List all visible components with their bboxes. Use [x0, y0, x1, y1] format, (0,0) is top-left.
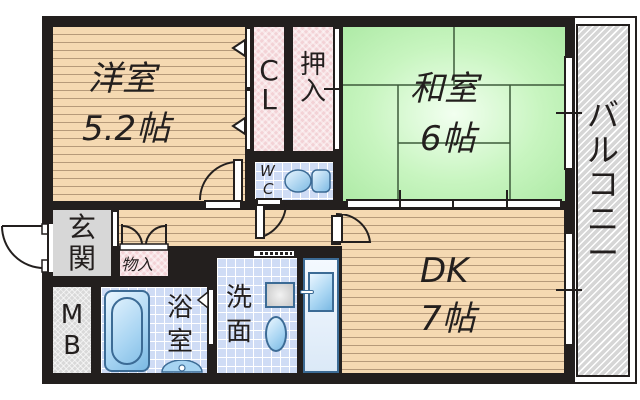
- washing-machine-icon: [265, 282, 295, 308]
- meter-box-label: M B: [53, 300, 91, 362]
- kitchen-faucet-icon: [300, 290, 314, 294]
- bathroom-door-handle-icon: [196, 290, 209, 310]
- western-room-name: 洋室: [88, 59, 156, 99]
- storage: [120, 248, 168, 276]
- washroom-label-2: 面: [225, 316, 252, 347]
- bathroom-label: 浴 室: [160, 292, 200, 360]
- bathtub-inner: [111, 297, 143, 365]
- entrance-label: 玄 関: [53, 212, 111, 275]
- dk-balcony-window-mark: [556, 289, 582, 291]
- balcony-label: バ ル コ ニ ー: [580, 98, 626, 271]
- fusuma-mark-left: [399, 190, 401, 218]
- washroom-wall-top: [216, 249, 296, 258]
- closet: [254, 27, 284, 151]
- western-room-size: 5.2帖: [82, 109, 171, 149]
- washroom-wall-dashed: [260, 252, 292, 255]
- entrance-step: [111, 210, 119, 248]
- balcony-label-3: コ: [586, 165, 619, 204]
- closet-door-handle-icon: [231, 38, 246, 136]
- oshiire-label: 押 入: [293, 50, 333, 108]
- balcony-label-2: ル: [586, 130, 619, 169]
- balcony: [576, 24, 630, 377]
- japanese-room-size: 6帖: [420, 119, 476, 159]
- toilet-room: [255, 162, 333, 200]
- toilet-icon: [284, 169, 331, 193]
- meter-box-label-m: M: [60, 300, 84, 330]
- toilet-doorway[interactable]: [256, 198, 282, 206]
- meter-box: [53, 287, 91, 373]
- dk-name: DK: [420, 251, 469, 291]
- bathroom-label-2: 室: [166, 326, 193, 357]
- entrance: [53, 210, 111, 276]
- storage-door-icon[interactable]: [118, 222, 170, 252]
- dk-door-swing-icon[interactable]: [330, 214, 374, 248]
- washroom-label: 洗 面: [219, 282, 259, 350]
- balcony-label-4: ニ: [586, 199, 619, 238]
- wash-basin-icon: [265, 316, 287, 352]
- storage-label: 物入: [121, 255, 154, 274]
- oshiire-label-1: 押: [299, 50, 326, 80]
- dining-kitchen: [342, 210, 564, 373]
- bathroom-label-1: 浴: [166, 293, 193, 323]
- japanese-room-name: 和室: [410, 69, 478, 109]
- meter-box-label-b: B: [63, 331, 81, 362]
- oshiire-label-2: 入: [299, 77, 326, 108]
- washroom-label-1: 洗: [225, 283, 252, 313]
- closet-label: C L: [254, 56, 284, 115]
- balcony-window-upper-mark: [556, 112, 582, 114]
- fusuma-mark-right: [506, 190, 508, 218]
- front-door-icon[interactable]: [0, 220, 56, 276]
- western-room-doorway[interactable]: [204, 200, 242, 210]
- toilet-label-c: C: [263, 180, 274, 198]
- toilet-label-w: W: [260, 162, 275, 180]
- entrance-label-2: 関: [67, 242, 96, 276]
- bathroom-door[interactable]: [207, 288, 215, 346]
- washroom: [217, 258, 297, 373]
- oshiire-closet: [293, 27, 333, 151]
- closet-door-upper[interactable]: [245, 27, 252, 89]
- closet-label-l: L: [261, 83, 277, 117]
- washroom-wall-solid: [218, 251, 254, 256]
- tatami-lines: [343, 27, 565, 201]
- entrance-label-1: 玄: [67, 211, 96, 244]
- oshiire-door-mark: [324, 88, 348, 90]
- bath-drain-icon: [161, 360, 203, 373]
- balcony-label-5: ー: [586, 234, 619, 273]
- closet-label-c: C: [259, 54, 279, 87]
- balcony-label-1: バ: [586, 96, 619, 134]
- dk-size: 7帖: [420, 299, 476, 339]
